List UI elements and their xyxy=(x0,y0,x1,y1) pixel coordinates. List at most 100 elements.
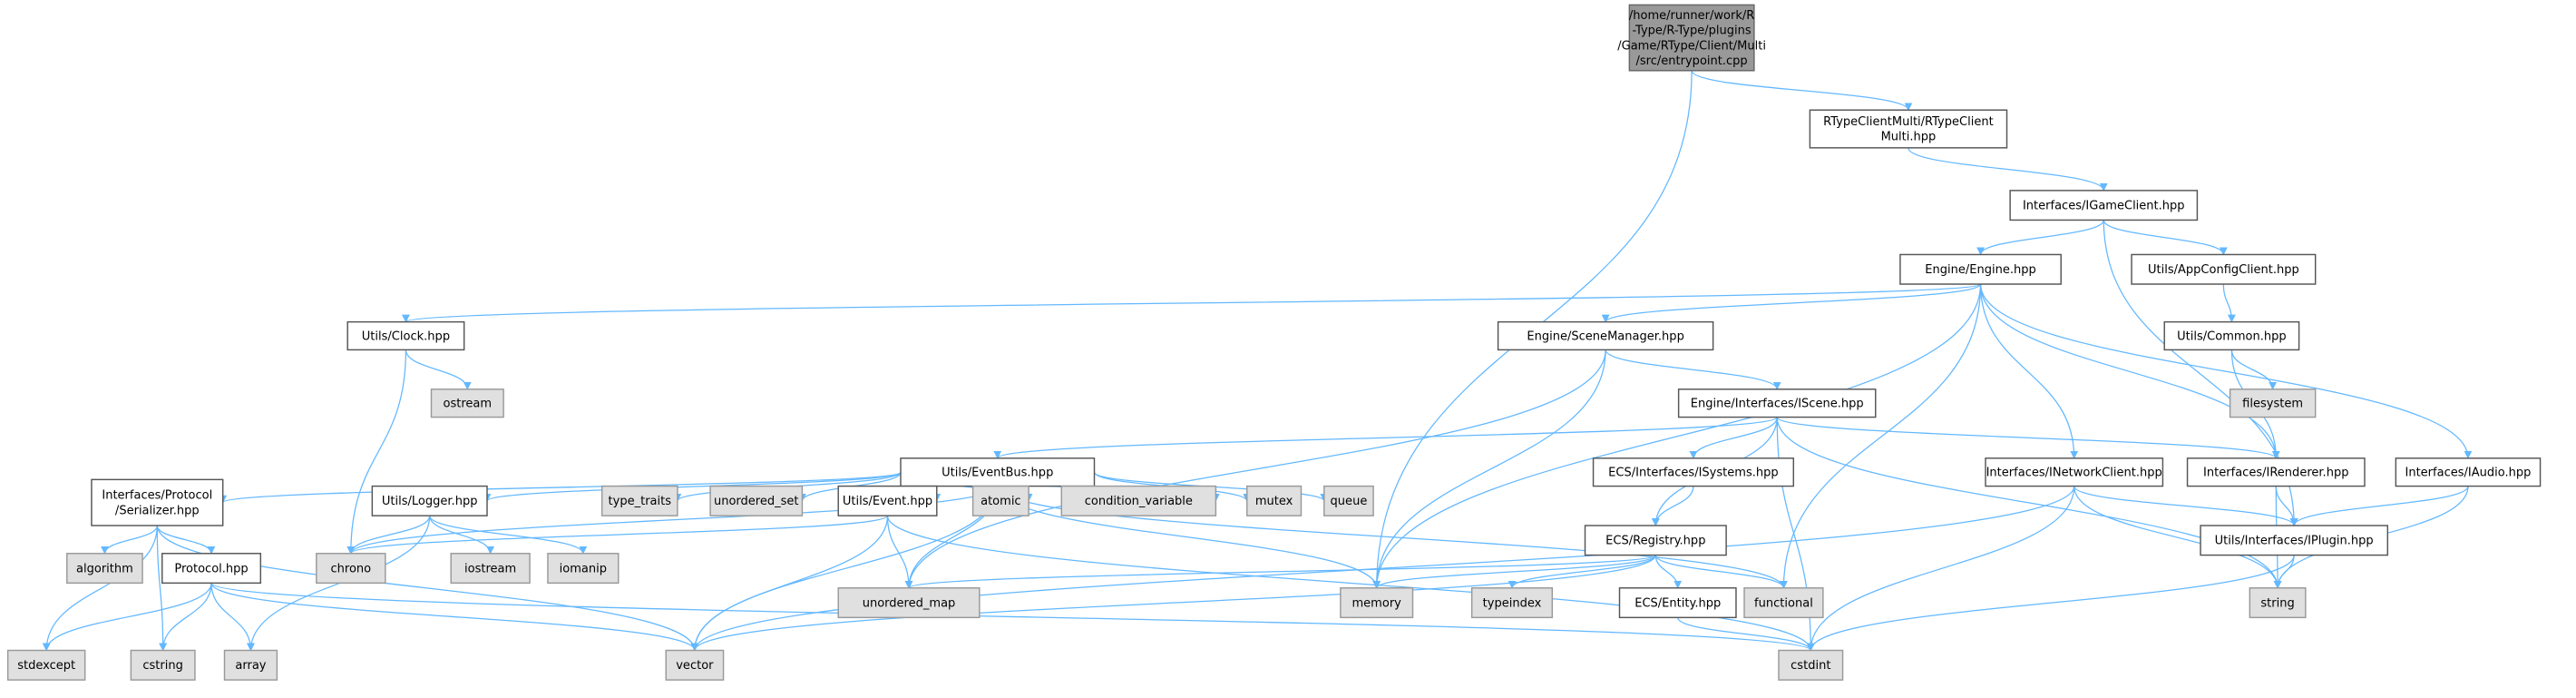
node-label: Utils/Interfaces/IPlugin.hpp xyxy=(2215,535,2374,548)
node-label: ECS/Entity.hpp xyxy=(1634,596,1721,610)
node-atomic[interactable]: atomic xyxy=(971,485,1029,516)
node-serializer[interactable]: Interfaces/Protocol/Serializer.hpp xyxy=(91,478,224,526)
node-box[interactable] xyxy=(161,553,262,585)
node-registry[interactable]: ECS/Registry.hpp xyxy=(1584,525,1727,556)
node-box[interactable] xyxy=(91,478,224,526)
node-box[interactable] xyxy=(316,553,386,585)
node-rtcm[interactable]: RTypeClientMulti/RTypeClientMulti.hpp xyxy=(1809,109,2008,149)
node-eventbus[interactable]: Utils/EventBus.hpp xyxy=(900,457,1096,487)
edge-appcfg-to-common xyxy=(2222,284,2236,323)
node-iaudio[interactable]: Interfaces/IAudio.hpp xyxy=(2395,457,2542,487)
node-box[interactable] xyxy=(2249,587,2307,619)
node-label: Utils/Logger.hpp xyxy=(382,495,478,508)
node-box[interactable] xyxy=(1677,388,1877,418)
node-box[interactable] xyxy=(1584,525,1727,556)
node-label: Multi.hpp xyxy=(1881,131,1937,144)
node-box[interactable] xyxy=(430,388,504,418)
node-cstring[interactable]: cstring xyxy=(130,649,196,681)
node-box[interactable] xyxy=(450,553,531,585)
node-clock[interactable]: Utils/Clock.hpp xyxy=(346,320,465,351)
node-box[interactable] xyxy=(2186,457,2366,487)
node-box[interactable] xyxy=(665,649,725,681)
node-box[interactable] xyxy=(223,649,278,681)
node-condvar[interactable]: condition_variable xyxy=(1060,485,1217,516)
node-box[interactable] xyxy=(1618,587,1737,619)
node-box[interactable] xyxy=(346,320,465,351)
node-box[interactable] xyxy=(130,649,196,681)
node-box[interactable] xyxy=(1246,485,1303,516)
node-protocol[interactable]: Protocol.hpp xyxy=(161,553,262,585)
node-vector[interactable]: vector xyxy=(665,649,725,681)
node-iplugin[interactable]: Utils/Interfaces/IPlugin.hpp xyxy=(2200,525,2389,556)
node-box[interactable] xyxy=(2009,190,2199,221)
node-entry[interactable]: /home/runner/work/R-Type/R-Type/plugins/… xyxy=(1617,4,1766,72)
node-irenderer[interactable]: Interfaces/IRenderer.hpp xyxy=(2186,457,2366,487)
node-label: string xyxy=(2260,596,2294,610)
node-box[interactable] xyxy=(66,553,143,585)
node-box[interactable] xyxy=(971,485,1029,516)
node-box[interactable] xyxy=(1340,587,1414,619)
edge-scenemgr-to-memory xyxy=(1372,349,1606,589)
node-box[interactable] xyxy=(1470,587,1554,619)
node-igame[interactable]: Interfaces/IGameClient.hpp xyxy=(2009,190,2199,221)
edge-clock-to-chrono xyxy=(346,349,407,555)
node-box[interactable] xyxy=(2163,320,2300,351)
node-box[interactable] xyxy=(709,485,804,516)
node-box[interactable] xyxy=(1809,109,2008,149)
node-box[interactable] xyxy=(1899,253,2062,285)
node-box[interactable] xyxy=(837,587,981,619)
node-stdexcept[interactable]: stdexcept xyxy=(6,649,86,681)
node-common[interactable]: Utils/Common.hpp xyxy=(2163,320,2300,351)
node-box[interactable] xyxy=(2395,457,2542,487)
node-box[interactable] xyxy=(1743,587,1824,619)
node-functional[interactable]: functional xyxy=(1743,587,1824,619)
node-array[interactable]: array xyxy=(223,649,278,681)
node-type_traits[interactable]: type_traits xyxy=(600,485,678,516)
node-box[interactable] xyxy=(837,485,938,516)
node-ostream[interactable]: ostream xyxy=(430,388,504,418)
node-iostream[interactable]: iostream xyxy=(450,553,531,585)
node-isystems[interactable]: ECS/Interfaces/ISystems.hpp xyxy=(1592,457,1795,487)
node-iscene[interactable]: Engine/Interfaces/IScene.hpp xyxy=(1677,388,1877,418)
edge-inetwork-to-vector xyxy=(690,486,2075,652)
node-event[interactable]: Utils/Event.hpp xyxy=(837,485,938,516)
node-scenemgr[interactable]: Engine/SceneManager.hpp xyxy=(1497,320,1714,351)
node-box[interactable] xyxy=(900,457,1096,487)
node-box[interactable] xyxy=(1628,4,1755,72)
node-mutex[interactable]: mutex xyxy=(1246,485,1303,516)
node-box[interactable] xyxy=(1778,649,1844,681)
node-box[interactable] xyxy=(6,649,86,681)
node-box[interactable] xyxy=(2131,253,2317,285)
node-box[interactable] xyxy=(600,485,678,516)
node-box[interactable] xyxy=(1592,457,1795,487)
node-typeindex[interactable]: typeindex xyxy=(1470,587,1554,619)
node-queue[interactable]: queue xyxy=(1323,485,1374,516)
node-unordered_set[interactable]: unordered_set xyxy=(709,485,804,516)
node-box[interactable] xyxy=(2229,388,2317,418)
node-box[interactable] xyxy=(2200,525,2389,556)
node-box[interactable] xyxy=(371,485,488,516)
node-entity[interactable]: ECS/Entity.hpp xyxy=(1618,587,1737,619)
node-box[interactable] xyxy=(1985,457,2164,487)
node-label: Utils/Clock.hpp xyxy=(362,329,450,343)
node-box[interactable] xyxy=(1323,485,1374,516)
node-engine[interactable]: Engine/Engine.hpp xyxy=(1899,253,2062,285)
node-box[interactable] xyxy=(1060,485,1217,516)
node-box[interactable] xyxy=(1497,320,1714,351)
node-label: mutex xyxy=(1255,495,1293,508)
node-iomanip[interactable]: iomanip xyxy=(547,553,620,585)
node-string[interactable]: string xyxy=(2249,587,2307,619)
node-inetwork[interactable]: Interfaces/INetworkClient.hpp xyxy=(1985,457,2164,487)
edge-event-to-chrono xyxy=(346,515,889,555)
node-chrono[interactable]: chrono xyxy=(316,553,386,585)
node-filesystem[interactable]: filesystem xyxy=(2229,388,2317,418)
node-box[interactable] xyxy=(547,553,620,585)
node-appcfg[interactable]: Utils/AppConfigClient.hpp xyxy=(2131,253,2317,285)
node-unordered_map[interactable]: unordered_map xyxy=(837,587,981,619)
edge-registry-to-typeindex xyxy=(1508,555,1656,589)
node-logger[interactable]: Utils/Logger.hpp xyxy=(371,485,488,516)
node-algorithm[interactable]: algorithm xyxy=(66,553,143,585)
node-cstdint[interactable]: cstdint xyxy=(1778,649,1844,681)
node-memory[interactable]: memory xyxy=(1340,587,1414,619)
edge-protocol-to-cstring xyxy=(159,583,212,652)
